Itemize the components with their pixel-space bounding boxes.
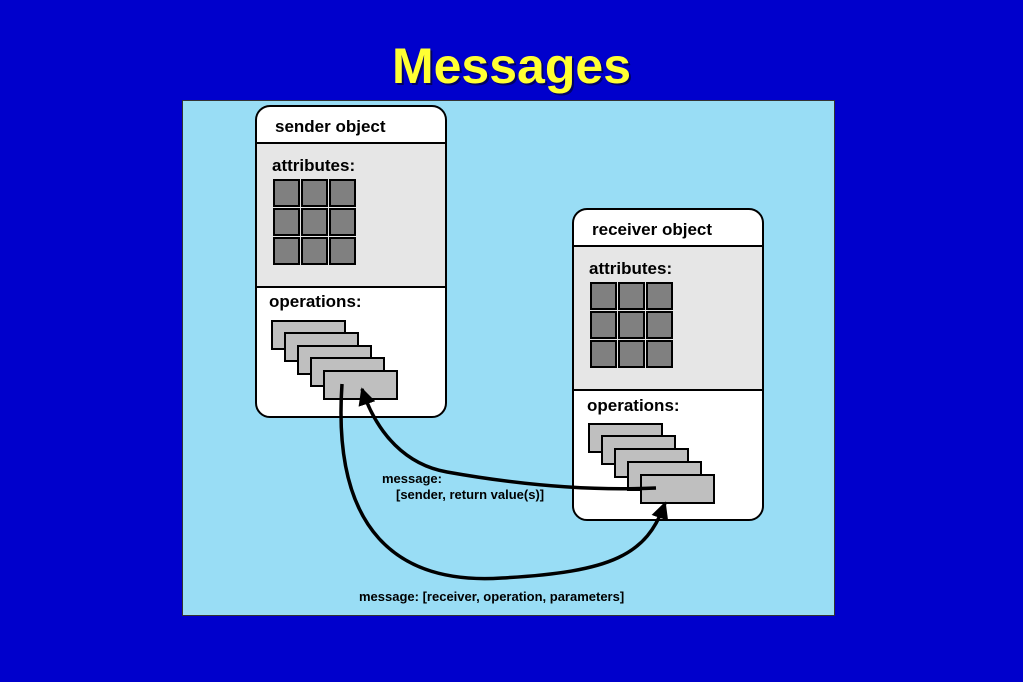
sender-operations-label: operations: [269, 292, 362, 311]
sender-operation-card [323, 370, 398, 400]
return-message-arrow [358, 387, 657, 491]
receiver-attribute-cell [590, 340, 617, 368]
receiver-object-title: receiver object [592, 220, 712, 239]
sender-attributes-label: attributes: [272, 156, 355, 175]
sender-attribute-cell [273, 179, 300, 207]
slide-title: Messages [391, 38, 632, 94]
receiver-object: receiver object attributes: operations: [572, 208, 764, 521]
receiver-attribute-cell [618, 340, 645, 368]
sender-attribute-grid [273, 179, 356, 265]
return-message-label-line2: [sender, return value(s)] [396, 487, 544, 502]
receiver-attribute-cell [590, 311, 617, 339]
sender-operation-stack [271, 320, 398, 400]
receiver-attribute-cell [646, 282, 673, 310]
sender-attribute-cell [329, 208, 356, 236]
receiver-operations-label: operations: [587, 396, 680, 415]
sender-attribute-cell [273, 208, 300, 236]
receiver-attribute-grid [590, 282, 673, 368]
sender-attribute-cell [301, 179, 328, 207]
object-message-diagram: sender object attributes: operations: re… [182, 100, 835, 616]
call-message-label: message: [receiver, operation, parameter… [359, 589, 624, 604]
sender-object: sender object attributes: operations: [255, 105, 447, 418]
receiver-attribute-cell [618, 282, 645, 310]
sender-object-title: sender object [275, 117, 386, 136]
receiver-attribute-cell [646, 311, 673, 339]
sender-attribute-cell [301, 208, 328, 236]
receiver-attribute-cell [618, 311, 645, 339]
receiver-operation-stack [588, 423, 715, 504]
sender-attribute-cell [329, 179, 356, 207]
sender-attribute-cell [273, 237, 300, 265]
receiver-attribute-cell [646, 340, 673, 368]
receiver-attribute-cell [590, 282, 617, 310]
receiver-attributes-label: attributes: [589, 259, 672, 278]
return-message-label-line1: message: [382, 471, 442, 486]
sender-attribute-cell [329, 237, 356, 265]
sender-attribute-cell [301, 237, 328, 265]
call-message-arrow [339, 383, 669, 581]
